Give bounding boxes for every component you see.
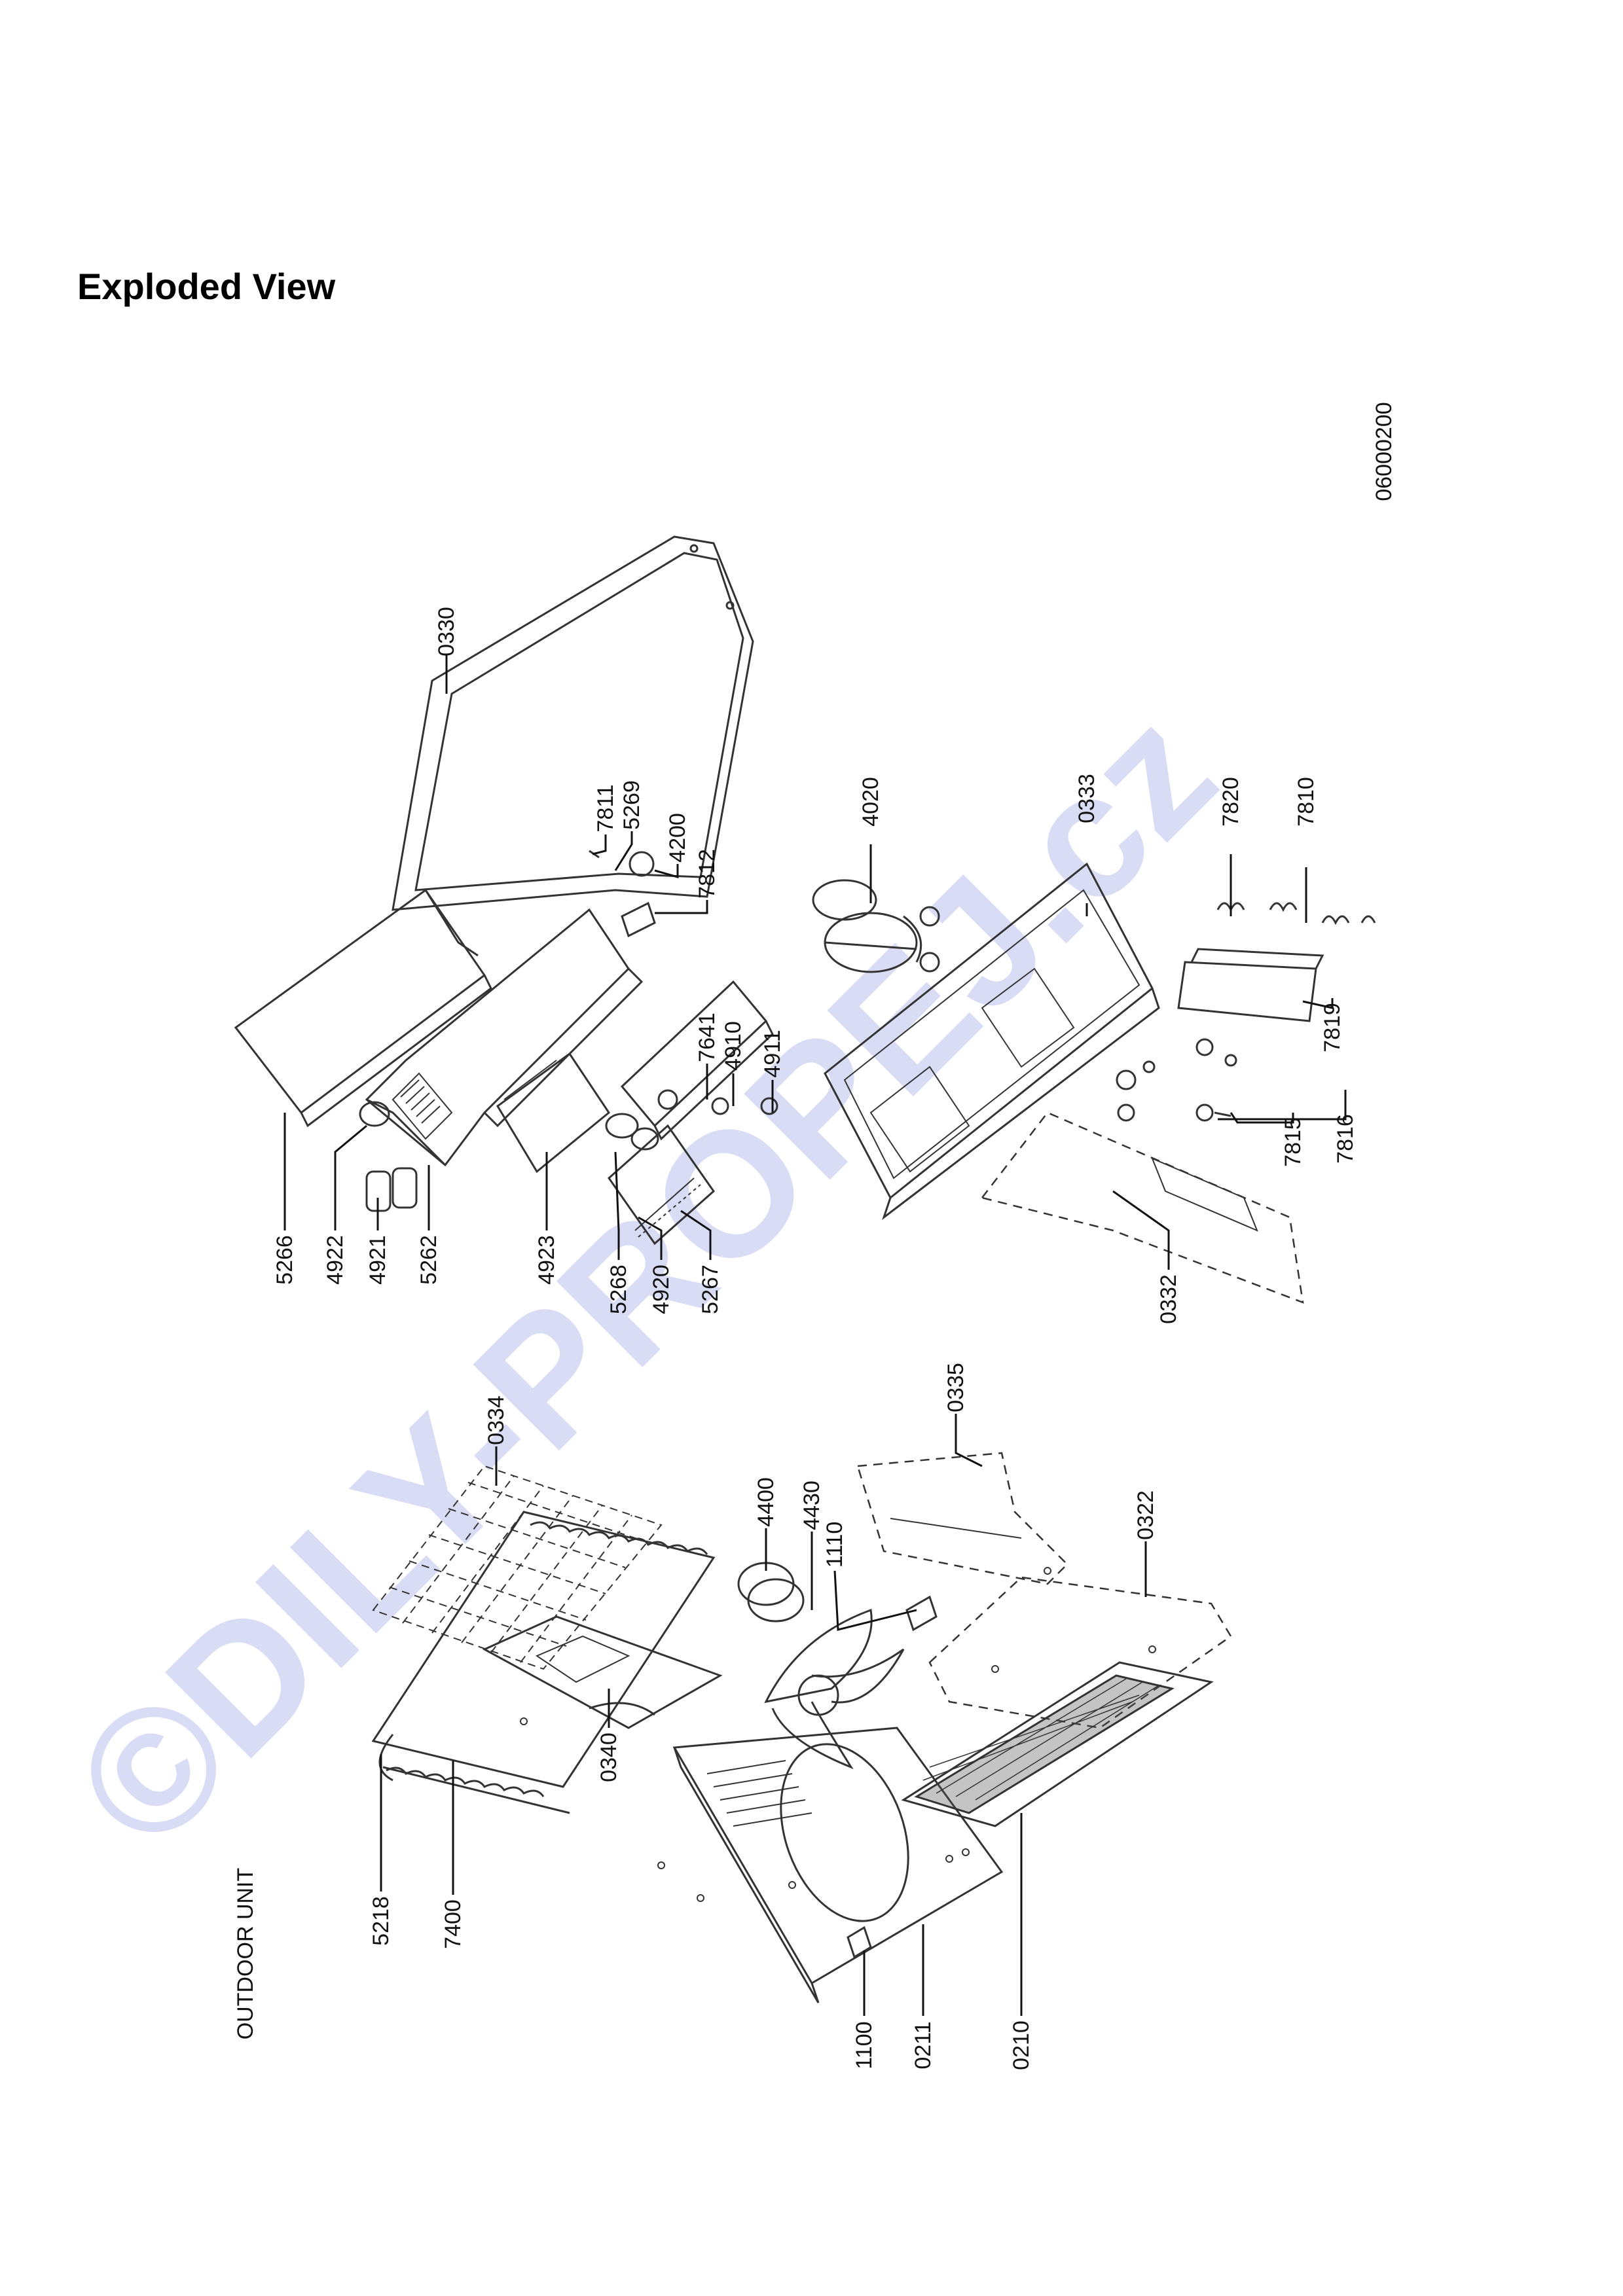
part-label: 4910 bbox=[721, 1021, 746, 1071]
part-label: 7816 bbox=[1333, 1114, 1358, 1164]
part-label: 5266 bbox=[272, 1235, 297, 1285]
top-panel-frame bbox=[392, 535, 754, 911]
part-label: 4430 bbox=[799, 1480, 824, 1530]
part-label: 5269 bbox=[619, 780, 644, 830]
part-label: 4400 bbox=[754, 1477, 778, 1527]
part-label: 7815 bbox=[1281, 1117, 1305, 1167]
part-label: 4921 bbox=[365, 1235, 390, 1285]
front-grille bbox=[901, 1661, 1214, 1827]
part-label: 0330 bbox=[434, 607, 459, 656]
part-label: 5262 bbox=[416, 1235, 441, 1285]
support-bracket bbox=[620, 980, 778, 1141]
motor-bracket-dashed bbox=[856, 1452, 1068, 1585]
electrical-box bbox=[365, 908, 644, 1167]
side-panel-dashed bbox=[980, 1111, 1304, 1304]
part-label: 0333 bbox=[1074, 774, 1099, 823]
part-label: 7400 bbox=[441, 1899, 465, 1949]
labels: 06000200 0330 7811 5269 4200 7812 4020 0… bbox=[233, 402, 1396, 2070]
part-label: 0335 bbox=[943, 1363, 968, 1412]
part-label: 0210 bbox=[1009, 2020, 1034, 2070]
part-label: 7820 bbox=[1218, 777, 1243, 827]
part-label: 7819 bbox=[1320, 1003, 1345, 1052]
page-title: Exploded View bbox=[77, 266, 336, 307]
part-label: 4911 bbox=[760, 1030, 785, 1077]
part-label: 5218 bbox=[369, 1896, 393, 1946]
part-label: 4923 bbox=[534, 1235, 559, 1285]
propeller-fan bbox=[764, 1608, 905, 1770]
fan-motor bbox=[737, 1562, 805, 1623]
front-panel bbox=[672, 1727, 1004, 2003]
part-label: 0322 bbox=[1133, 1490, 1158, 1540]
condenser-coil bbox=[371, 1511, 716, 1814]
part-label: 1110 bbox=[822, 1522, 847, 1568]
drawing-number: 06000200 bbox=[1372, 402, 1396, 501]
diagram-shapes-lower bbox=[371, 1452, 1232, 2003]
connector-part bbox=[905, 1595, 938, 1632]
part-label: 7812 bbox=[695, 849, 720, 899]
control-plate bbox=[496, 1052, 611, 1174]
part-label: 4020 bbox=[858, 777, 883, 827]
part-label: 0340 bbox=[596, 1732, 621, 1782]
part-label: 7811 bbox=[593, 784, 618, 832]
part-label: 0211 bbox=[911, 2021, 936, 2069]
part-label: 4200 bbox=[665, 813, 690, 863]
part-label: 0332 bbox=[1156, 1274, 1181, 1324]
part-label: 4920 bbox=[649, 1265, 674, 1314]
part-label: 1100 bbox=[852, 2021, 877, 2069]
partition-plate bbox=[482, 1615, 723, 1729]
terminal-block bbox=[392, 1072, 453, 1140]
base-pan bbox=[824, 862, 1160, 1221]
rear-grille bbox=[372, 1465, 663, 1670]
part-label: 0334 bbox=[484, 1395, 509, 1445]
side-panel-right-dashed bbox=[928, 1576, 1232, 1729]
capacitors bbox=[359, 1101, 418, 1212]
part-label: 4922 bbox=[323, 1235, 348, 1285]
screws bbox=[520, 1567, 1156, 1902]
part-label: 5268 bbox=[606, 1265, 631, 1314]
reactor-parts bbox=[589, 850, 656, 938]
part-label: 5267 bbox=[698, 1265, 723, 1314]
diagram-shapes bbox=[234, 535, 1376, 1304]
part-label: 7810 bbox=[1294, 777, 1319, 827]
cover-panel bbox=[234, 888, 492, 1128]
compressor bbox=[812, 879, 940, 973]
unit-label: OUTDOOR UNIT bbox=[233, 1868, 258, 2040]
part-label: 7641 bbox=[695, 1013, 720, 1062]
leader-lines bbox=[283, 655, 1347, 2016]
pcb-assembly bbox=[605, 1113, 715, 1246]
small-bracket bbox=[847, 1926, 872, 1959]
